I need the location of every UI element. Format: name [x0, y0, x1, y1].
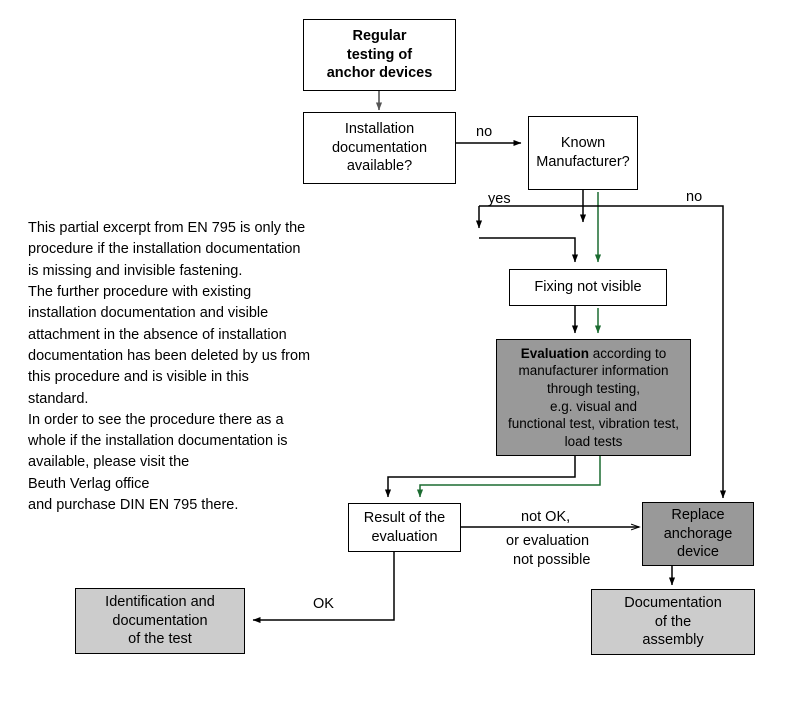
- node-known-manufacturer[interactable]: Known Manufacturer?: [528, 116, 638, 190]
- edge-yes-to-fixing: [479, 237, 579, 263]
- explanatory-note: This partial excerpt from EN 795 is only…: [28, 220, 311, 514]
- edge-label-no-right: no: [686, 189, 703, 205]
- node-fixing-not-visible[interactable]: Fixing not visible: [509, 269, 667, 306]
- node-evaluation-lead: Evaluation: [520, 345, 589, 361]
- node-evaluation[interactable]: Evaluation according to manufacturer inf…: [496, 339, 691, 456]
- node-evaluation-rest: according to manufacturer information th…: [507, 345, 680, 449]
- node-result-of-evaluation[interactable]: Result of the evaluation: [348, 503, 461, 552]
- edge-result-to-identification: [252, 552, 395, 624]
- node-known-manufacturer-label: Known Manufacturer?: [536, 135, 630, 170]
- edge-label-ok: OK: [313, 596, 334, 612]
- node-regular-testing[interactable]: Regular testing of anchor devices: [303, 19, 456, 91]
- node-identification-documentation-label: Identification and documentation of the …: [105, 593, 215, 648]
- edge-label-or-evaluation: or evaluation: [506, 533, 590, 549]
- edge-label-yes: yes: [488, 191, 511, 207]
- edge-no-right-branch: [583, 205, 727, 499]
- edge-evaluation-to-result-black: [384, 456, 576, 498]
- node-installation-documentation[interactable]: Installation documentation available?: [303, 112, 456, 184]
- node-replace-anchorage-device[interactable]: Replace anchorage device: [642, 502, 754, 566]
- node-evaluation-label: Evaluation according to manufacturer inf…: [504, 345, 683, 450]
- node-documentation-assembly-label: Documentation of the assembly: [624, 594, 722, 649]
- node-installation-documentation-label: Installation documentation available?: [331, 120, 428, 175]
- node-documentation-assembly[interactable]: Documentation of the assembly: [591, 589, 755, 655]
- node-result-of-evaluation-label: Result of the evaluation: [363, 509, 446, 545]
- edge-label-not-possible: not possible: [513, 552, 591, 568]
- node-replace-anchorage-device-label: Replace anchorage device: [663, 506, 733, 561]
- edge-evaluation-to-result-green: [416, 456, 601, 498]
- edge-label-not-ok: not OK,: [521, 509, 571, 525]
- edge-label-no-top: no: [476, 124, 493, 140]
- node-identification-documentation[interactable]: Identification and documentation of the …: [75, 588, 245, 654]
- node-regular-testing-label: Regular testing of anchor devices: [326, 27, 433, 82]
- node-fixing-not-visible-label: Fixing not visible: [534, 279, 642, 296]
